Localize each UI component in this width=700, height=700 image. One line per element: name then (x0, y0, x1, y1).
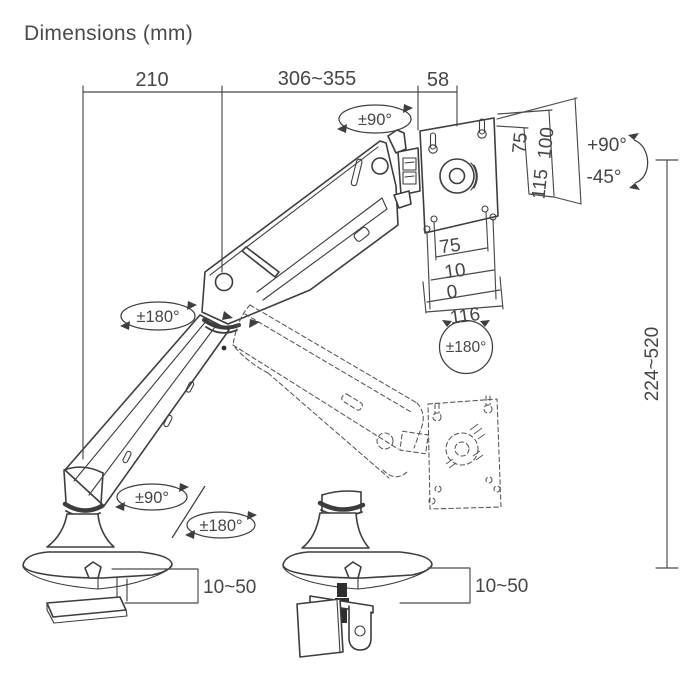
height-dimension-line (655, 159, 679, 569)
lower-arm (64, 314, 230, 507)
svg-text:±180°: ±180° (136, 308, 179, 326)
dim-clamp-right: 10~50 (475, 576, 528, 597)
svg-text:±90°: ±90° (135, 489, 169, 507)
vesa-plate (419, 117, 499, 234)
head-hole (371, 157, 389, 175)
dim-plate-10: 10 (443, 260, 467, 284)
tilt-down-label: -45° (586, 167, 621, 188)
dim-clamp-left: 10~50 (203, 577, 256, 598)
dim-58: 58 (427, 69, 449, 91)
vesa-hub (439, 158, 475, 194)
grommet-base (282, 490, 433, 658)
phantom-lowered-arm (232, 304, 502, 510)
dim-210: 210 (135, 69, 168, 91)
clamp-bolt (337, 583, 347, 597)
dim-plate-116: 116 (449, 304, 482, 329)
page-title: Dimensions (mm) (24, 22, 194, 45)
dim-224-520: 224~520 (642, 327, 663, 402)
base-rotation-label: ±180° (171, 485, 257, 539)
clamp-dimension-right (399, 567, 471, 604)
svg-text:±180°: ±180° (199, 517, 242, 535)
angle-labels: ±90° +90° -45° ±180° (115, 104, 649, 539)
tilt-joint-head (387, 129, 421, 209)
dim-vesa-100: 100 (534, 126, 558, 160)
tilt-up-label: +90° (587, 135, 627, 156)
dim-vesa-75: 75 (509, 131, 532, 154)
desk-clamp-base (22, 466, 173, 624)
keyhole-slot (428, 144, 438, 154)
keyhole-slot (477, 129, 487, 139)
dim-plate-75: 75 (438, 235, 462, 259)
svg-text:±180°: ±180° (446, 339, 487, 356)
svg-text:±90°: ±90° (358, 111, 392, 129)
base-swivel-label: ±90° (115, 483, 189, 511)
clamp-dimension-left (111, 568, 199, 604)
vesa-rotation-label: ±180° (438, 319, 494, 375)
label-divider-slash (171, 485, 206, 539)
head-swivel-label: ±90° (337, 104, 413, 134)
dim-306-355: 306~355 (278, 68, 356, 90)
clamp-foot-pad (296, 598, 344, 658)
dimension-lines: 210 306~355 58 224~520 75 100 115 75 10 … (82, 68, 679, 604)
tilt-label: +90° -45° (586, 133, 649, 190)
dim-vesa-115: 115 (528, 168, 552, 200)
cable-clip-dot (221, 345, 227, 351)
tilt-arc-arrow (633, 139, 649, 184)
phantom-vesa-plate (427, 398, 502, 510)
clamp-column (116, 577, 128, 602)
dim-plate-0: 0 (445, 281, 458, 303)
upper-arm (201, 140, 399, 334)
clamp-foot (46, 596, 127, 618)
gas-spring-rod (241, 246, 280, 278)
elbow-hole (214, 272, 234, 292)
tension-slot (350, 158, 363, 187)
elbow-swivel-label: ±180° (120, 301, 197, 331)
